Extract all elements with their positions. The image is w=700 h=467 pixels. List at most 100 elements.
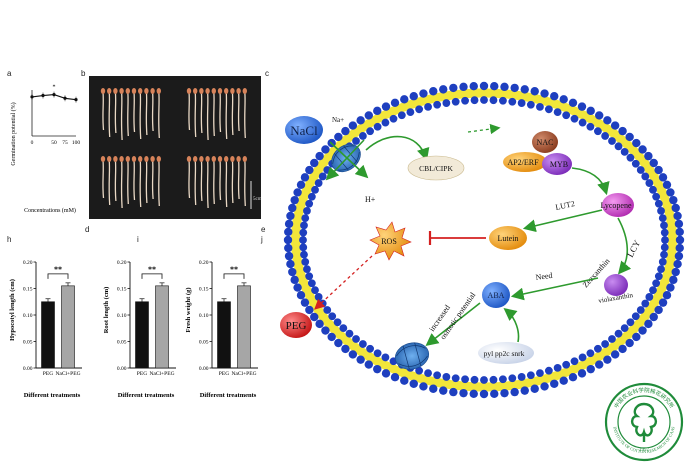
cbl-to-tf-arrow: [467, 123, 501, 135]
lipid-head-outer: [334, 132, 343, 142]
bar: [41, 301, 55, 369]
lipid-head-outer: [530, 384, 539, 393]
seedling: [102, 159, 105, 199]
seed-coat: [113, 88, 118, 94]
lipid-head-outer: [373, 364, 382, 374]
seed-coat: [242, 88, 247, 94]
bar-chart-ytick: 0.15: [117, 287, 127, 293]
lipid-head-outer: [300, 298, 310, 307]
lipid-head-inner: [608, 335, 616, 343]
lipid-head-outer: [638, 326, 647, 335]
lipid-head-outer: [540, 89, 549, 98]
ros-node: [369, 221, 412, 261]
lipid-head-outer: [296, 180, 306, 190]
lcy-arrow: [617, 217, 632, 275]
myb-node: [542, 153, 572, 175]
lipid-head-inner: [641, 172, 650, 181]
na-in-arrow: [329, 141, 369, 179]
lipid-head-inner: [654, 272, 663, 281]
lipid-head-outer: [293, 188, 302, 197]
chart-a-xtick: 100: [72, 140, 81, 146]
lipid-head-outer: [638, 145, 647, 154]
seed-coat: [125, 156, 130, 162]
lipid-head-inner: [526, 100, 535, 109]
lipid-head-outer: [293, 283, 302, 292]
significance-label: **: [230, 265, 238, 274]
seedling: [188, 91, 191, 131]
lipid-head-inner: [366, 344, 374, 353]
lipid-head-inner: [299, 243, 308, 252]
seedling: [127, 159, 129, 205]
lipid-head-outer: [419, 382, 428, 391]
salt-stress-pathway-diagram: NaCl Na+ H+ CBL/CIPK NAC AP2/ERF MYB Lyc…: [280, 81, 685, 399]
lipid-head-outer: [315, 151, 324, 161]
nac-label: NAC: [537, 138, 554, 147]
lipid-head-inner: [570, 114, 579, 123]
lipid-head-outer: [671, 267, 680, 277]
lipid-head-inner: [470, 96, 479, 105]
logo-year: 1957: [639, 448, 650, 453]
lipid-head-outer: [610, 350, 620, 359]
ion-channel-bottom: [394, 342, 430, 370]
lipid-head-inner: [657, 265, 665, 274]
cbl-cipk-label: CBL/CIPK: [419, 164, 453, 173]
seedling: [194, 91, 197, 138]
lipid-head-inner: [480, 376, 488, 384]
chart-a-annotation: *: [53, 85, 56, 91]
lycopene-label: Lycopene: [600, 201, 632, 210]
lipid-head-inner: [562, 360, 571, 369]
lipid-head-outer: [550, 92, 559, 101]
lipid-head-outer: [390, 98, 400, 107]
lipid-head-inner: [323, 306, 332, 314]
lipid-head-inner: [570, 357, 579, 366]
lipid-head-inner: [381, 353, 390, 362]
panel-label-e: e: [261, 225, 266, 234]
lipid-head-outer: [469, 82, 478, 91]
seed-coat: [150, 156, 155, 162]
ros-label: ROS: [381, 237, 397, 246]
lipid-head-inner: [311, 185, 319, 194]
seedling: [231, 159, 234, 204]
seed-coat: [131, 88, 137, 94]
seedling: [114, 91, 117, 134]
lipid-head-outer: [669, 195, 678, 205]
lipid-head-inner: [389, 114, 398, 123]
lipid-head-outer: [315, 319, 324, 329]
seedling: [213, 91, 215, 137]
lipid-head-outer: [356, 355, 365, 364]
chart-a-ylabel: Germination potential (%): [10, 102, 17, 165]
lipid-head-inner: [381, 118, 390, 127]
seed-coat: [144, 88, 149, 94]
bar-category-label: PEG: [43, 371, 53, 377]
bar: [135, 301, 149, 369]
lipid-head-outer: [381, 102, 391, 111]
seed-coat: [100, 88, 106, 94]
lipid-head-outer: [400, 95, 409, 104]
lipid-head-inner: [307, 192, 316, 201]
seed-coat: [224, 88, 229, 94]
panel-label-c: c: [265, 69, 269, 78]
lipid-head-outer: [625, 338, 634, 348]
bar-chart-ytick: 0.10: [117, 313, 127, 319]
lipid-head-inner: [652, 279, 661, 288]
seedling: [244, 159, 246, 207]
lipid-head-outer: [479, 81, 489, 91]
lipid-head-inner: [461, 375, 469, 384]
significance-label: **: [54, 265, 62, 274]
seed-coat: [242, 156, 247, 162]
chart-i-ylabel: Root length (cm): [103, 287, 110, 334]
lipid-head-inner: [451, 97, 460, 106]
seed-coat: [119, 88, 124, 94]
seedling: [120, 91, 123, 141]
lipid-head-inner: [517, 373, 526, 381]
lipid-head-outer: [649, 312, 658, 322]
lipid-head-outer: [429, 87, 438, 96]
nacl-node: [285, 116, 323, 144]
seedling: [206, 159, 209, 209]
bar: [237, 285, 251, 369]
ap2-erf-node: [503, 152, 547, 172]
lipid-head-outer: [334, 338, 343, 348]
lipid-head-outer: [673, 259, 682, 269]
seed-coat: [211, 88, 216, 94]
